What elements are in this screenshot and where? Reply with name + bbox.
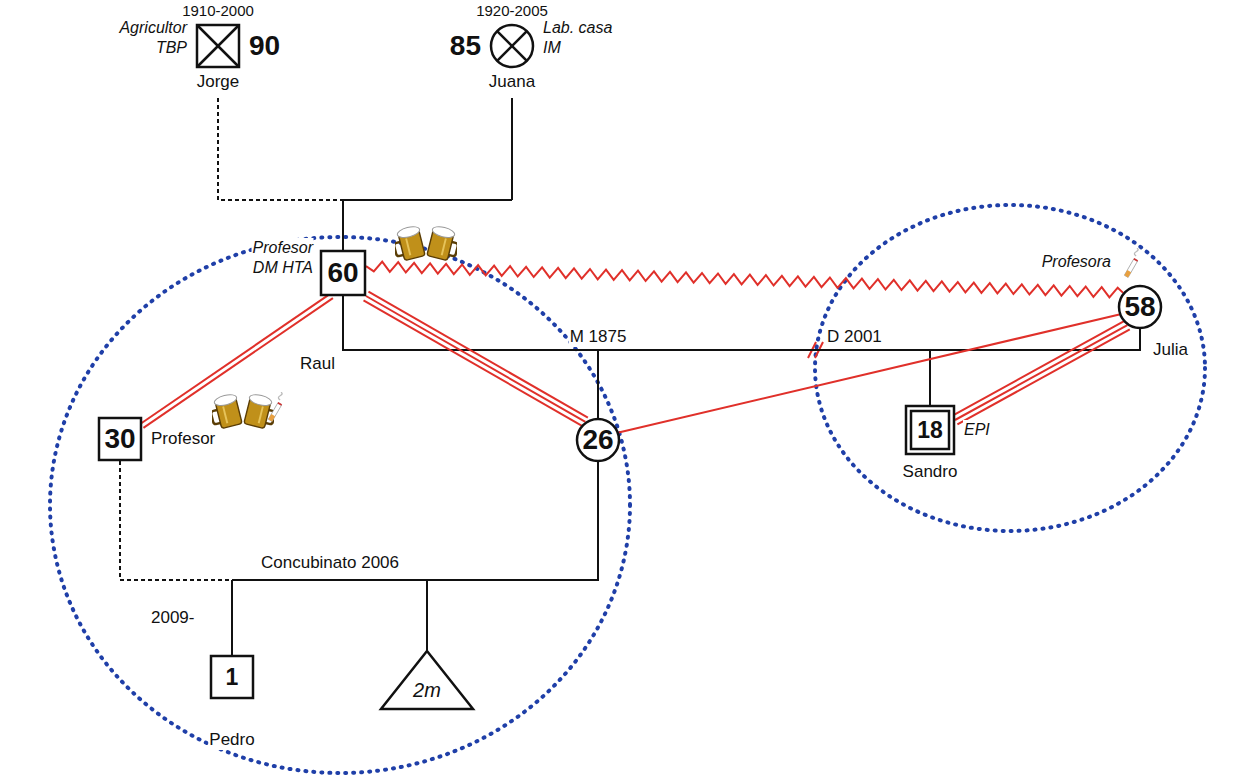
person-label: 85: [449, 30, 482, 62]
person-label: Juana: [488, 72, 536, 92]
person-label: Sandro: [902, 462, 959, 482]
household-boundary: [50, 237, 630, 773]
person-label: 90: [248, 30, 281, 62]
descent-line: [343, 98, 512, 200]
union-line: [120, 461, 598, 580]
relation-line: [343, 296, 1140, 350]
male-person: Profesor DM HTA60Raul: [320, 250, 366, 296]
descent-line: [426, 580, 428, 650]
household-boundary: [815, 205, 1205, 531]
relation-line: [366, 262, 1123, 298]
deceased-female: 1920-200585Lab. casa IMJuana: [490, 24, 534, 68]
person-age: 18: [916, 417, 944, 443]
person-label: 1920-2005: [475, 2, 549, 19]
relation-line: [364, 292, 588, 427]
person-age: 1: [225, 664, 240, 690]
person-label: Jorge: [196, 72, 241, 92]
pregnancy-triangle: 2m: [380, 650, 474, 710]
descent-line: [231, 580, 233, 655]
union-line: [218, 98, 512, 200]
index-person: 18EPISandro: [905, 405, 955, 455]
bond-line: [364, 300, 583, 426]
shape-outline: [196, 24, 240, 68]
note-label: 2009-: [150, 608, 195, 628]
female-person: Profesora58Julia: [1118, 285, 1162, 329]
person-label: Pedro: [208, 730, 255, 750]
person-age: 30: [103, 423, 136, 455]
person-label: EPI: [963, 420, 991, 440]
descent-line: [231, 580, 233, 655]
person-age: 26: [581, 424, 614, 456]
relation-line: [619, 315, 1120, 433]
bond-line: [955, 325, 1127, 420]
relation-label: M 1875: [569, 327, 628, 347]
tobacco-icon: [1124, 248, 1138, 277]
bond-line: [953, 321, 1125, 416]
union-line: [343, 296, 1140, 350]
alcohol-icon: [391, 225, 462, 262]
relation-line: [120, 461, 427, 650]
descent-line: [597, 350, 599, 418]
descent-line: [597, 350, 599, 418]
relation-line: [218, 98, 343, 250]
person-label: Raul: [299, 354, 336, 374]
descent-line: [930, 329, 1140, 350]
deceased-male: 1910-2000Agricultor TBP90Jorge: [196, 24, 240, 68]
relation-line: [427, 462, 598, 650]
relation-line: [343, 296, 930, 405]
descent-line: [342, 200, 344, 250]
person-label: Lab. casa IM: [542, 18, 624, 58]
relation-line: [232, 462, 598, 655]
person-age: 60: [326, 257, 359, 289]
female-person: 26: [576, 418, 620, 462]
bond-line: [366, 296, 585, 422]
relation-line: [120, 461, 232, 655]
descent-line: [427, 462, 598, 580]
descent-line: [342, 200, 344, 250]
conflict-line: [366, 262, 1123, 298]
note-label: D 2001: [826, 327, 883, 347]
male-person: 1Pedro: [210, 655, 254, 699]
bond-line: [368, 292, 587, 418]
person-label: 1910-2000: [181, 2, 255, 19]
bond-line: [619, 315, 1120, 433]
person-label: Julia: [1152, 340, 1189, 360]
shape-outline: [490, 24, 534, 68]
descent-line: [426, 580, 428, 650]
relation-line: [218, 98, 512, 200]
bond-line: [957, 329, 1129, 424]
person-age: 2m: [412, 679, 442, 702]
person-age: 58: [1123, 291, 1156, 323]
relation-line: [120, 461, 598, 580]
person-label: Profesor DM HTA: [252, 238, 314, 278]
descent-line: [343, 296, 930, 350]
descent-line: [120, 461, 427, 580]
descent-line: [218, 98, 343, 200]
person-label: Profesor: [150, 429, 216, 449]
relation-line: [953, 321, 1130, 425]
alcohol-icon: [208, 393, 279, 430]
male-person: 30Profesor: [98, 417, 142, 461]
relation-label: Concubinato 2006: [260, 553, 400, 573]
tobacco-icon: [268, 392, 282, 421]
person-label: Agricultor TBP: [118, 18, 188, 58]
descent-line: [120, 461, 232, 580]
person-label: Profesora: [1041, 252, 1112, 272]
relation-line: [343, 98, 512, 250]
descent-line: [232, 462, 598, 580]
